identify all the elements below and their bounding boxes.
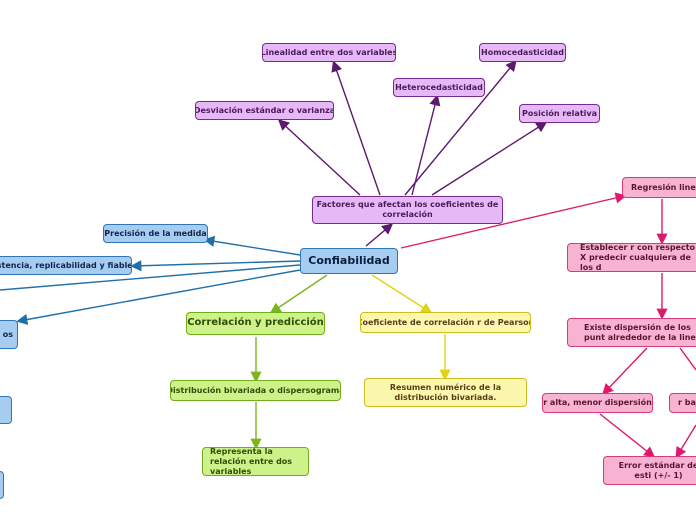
node-r-alta[interactable]: r alta, menor dispersión <box>542 393 653 413</box>
node-precision[interactable]: Precisión de la medida <box>103 224 208 243</box>
node-correlacion-prediccion[interactable]: Correlación y predicción <box>186 312 325 335</box>
edge-factors-linealidad <box>331 60 381 196</box>
node-offscreen-2[interactable] <box>0 471 4 499</box>
edge-factors-desviacion <box>277 119 361 196</box>
edge-dispersion-rbaja <box>679 347 696 371</box>
node-pearson[interactable]: Coeficiente de correlación r de Pearson <box>360 312 531 333</box>
edge-central-factors <box>365 223 394 247</box>
edge-central-consistencia <box>130 260 301 272</box>
edge-central-correlacion <box>269 274 328 314</box>
edge-central-pearson <box>371 274 433 314</box>
node-desviacion[interactable]: Desviación estándar o varianza <box>195 101 334 120</box>
node-regresion-lineal[interactable]: Regresión lineal <box>622 177 696 198</box>
edge-factors-posicion <box>431 121 548 196</box>
edge-ralta-error <box>599 413 656 458</box>
node-establecer-r[interactable]: Establecer r con respecto a X predecir c… <box>567 243 696 272</box>
node-representa-relacion[interactable]: Representa la relación entre dos variabl… <box>202 447 309 476</box>
node-os[interactable]: os <box>0 320 18 349</box>
node-dispersion-puntos[interactable]: Existe dispersión de los punt alrededor … <box>567 318 696 347</box>
central-node-confiabilidad[interactable]: Confiabilidad <box>300 248 398 274</box>
node-homocedasticidad[interactable]: Homocedasticidad <box>479 43 566 62</box>
edge-rbaja-error <box>675 424 696 459</box>
node-error-estandar[interactable]: Error estándar de esti (+/- 1) <box>603 456 696 485</box>
node-posicion[interactable]: Posición relativa <box>519 104 600 123</box>
edge-factors-heterocedasticidad <box>411 94 441 196</box>
node-consistencia[interactable]: sistencia, replicabilidad y fiable <box>0 256 132 275</box>
edge-central-precision <box>203 235 301 256</box>
node-heterocedasticidad[interactable]: Heterocedasticidad <box>393 78 485 97</box>
node-distribucion-bivariada[interactable]: Distribución bivariada o dispersograma <box>170 380 341 401</box>
edge-dispersion-ralta <box>602 347 648 396</box>
node-offscreen-1[interactable] <box>0 396 12 424</box>
node-r-baja[interactable]: r baj <box>669 393 696 413</box>
node-linealidad[interactable]: Linealidad entre dos variables <box>262 43 396 62</box>
edge-central-offscreen <box>0 264 301 291</box>
node-factores[interactable]: Factores que afectan los coeficientes de… <box>312 196 503 224</box>
edge-factors-homocedasticidad <box>404 59 517 196</box>
edge-central-os <box>16 269 301 326</box>
edge-central-regresion <box>400 192 627 249</box>
node-resumen-numerico[interactable]: Resumen numérico de la distribución biva… <box>364 378 527 407</box>
